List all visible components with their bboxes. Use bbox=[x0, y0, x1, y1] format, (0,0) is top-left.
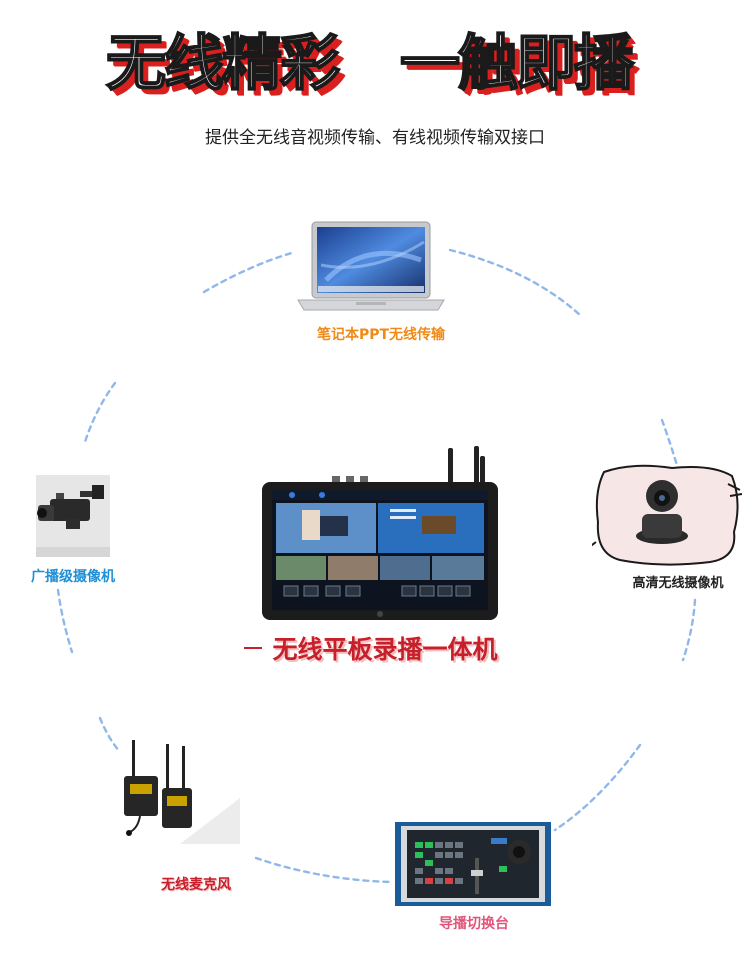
tablet-recorder-image bbox=[262, 446, 498, 620]
switcher-image bbox=[395, 822, 551, 906]
headline-right: 一触即播 bbox=[399, 28, 635, 100]
center-title: 无线平板录播一体机 bbox=[240, 630, 530, 666]
hd-camera-label: 高清无线摄像机 bbox=[632, 576, 724, 591]
subtitle: 提供全无线音视频传输、有线视频传输双接口 bbox=[205, 128, 545, 148]
laptop-label: 笔记本PPT无线传输 bbox=[316, 327, 446, 343]
microphone-image bbox=[124, 740, 240, 844]
broadcast-camera-label: 广播级摄像机 bbox=[31, 569, 115, 585]
switcher-label: 导播切换台 bbox=[439, 916, 509, 932]
headline-left: 无线精彩 bbox=[105, 28, 341, 100]
microphone-label: 无线麦克风 bbox=[161, 877, 231, 893]
hd-camera-image bbox=[592, 464, 742, 566]
headline: 无线精彩 一触即播 bbox=[0, 28, 750, 108]
broadcast-camera-image bbox=[36, 475, 110, 557]
laptop-image bbox=[297, 221, 445, 311]
